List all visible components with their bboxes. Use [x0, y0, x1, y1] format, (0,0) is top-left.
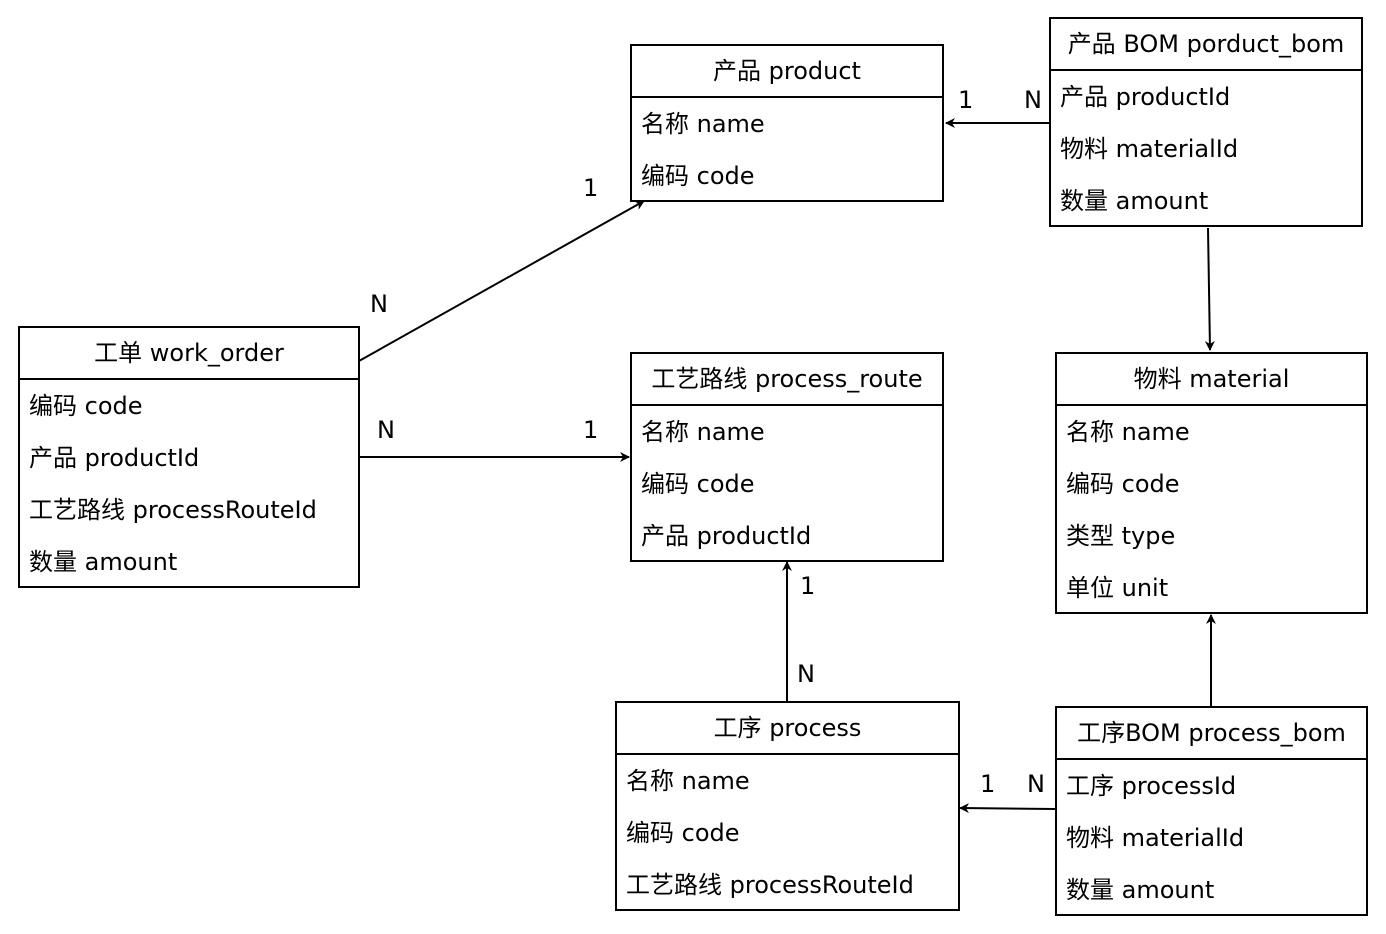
entity-product-bom[interactable]: 产品 BOM porduct_bom 产品 productId 物料 materia…	[1049, 17, 1363, 227]
entity-field: 工艺路线 processRouteId	[29, 496, 317, 524]
entity-field: 单位 unit	[1066, 574, 1169, 602]
entity-field: 名称 name	[626, 767, 750, 795]
entity-field: 数量 amount	[29, 548, 178, 576]
entity-field: 物料 materialId	[1066, 824, 1245, 852]
cardinality-label: N	[1024, 86, 1042, 114]
entity-field: 工艺路线 processRouteId	[626, 871, 914, 899]
cardinality-label: N	[370, 290, 388, 318]
entity-field: 产品 productId	[1060, 83, 1231, 111]
entity-field: 数量 amount	[1060, 187, 1209, 215]
entity-process-bom[interactable]: 工序BOM process_bom 工序 processId 物料 material…	[1055, 706, 1368, 916]
entity-field: 名称 name	[1066, 418, 1190, 446]
entity-material[interactable]: 物料 material 名称 name 编码 code 类型 type 单位 unit	[1055, 352, 1368, 614]
entity-field: 物料 materialId	[1060, 135, 1239, 163]
entity-process[interactable]: 工序 process 名称 name 编码 code 工艺路线 processRout…	[615, 701, 960, 911]
cardinality-label: N	[797, 660, 815, 688]
entity-title: 产品 BOM porduct_bom	[1051, 19, 1361, 71]
relation-process-bom-to-process	[959, 803, 1056, 814]
relation-work-order-to-product	[358, 200, 645, 362]
entity-field: 工序 processId	[1066, 772, 1237, 800]
cardinality-label: 1	[583, 416, 599, 444]
entity-field: 产品 productId	[641, 522, 812, 550]
cardinality-label: 1	[958, 86, 974, 114]
entity-field: 名称 name	[641, 110, 765, 138]
entity-field: 编码 code	[641, 162, 755, 190]
cardinality-label: 1	[800, 572, 816, 600]
entity-field: 类型 type	[1066, 522, 1176, 550]
entity-title: 产品 product	[632, 46, 942, 98]
entity-field: 编码 code	[29, 392, 143, 420]
entity-product[interactable]: 产品 product 名称 name 编码 code	[630, 44, 944, 202]
cardinality-label: 1	[980, 770, 996, 798]
cardinality-label: N	[1027, 770, 1045, 798]
entity-title: 工单 work_order	[20, 328, 358, 380]
entity-title: 工艺路线 process_route	[632, 354, 942, 406]
entity-process-route[interactable]: 工艺路线 process_route 名称 name 编码 code 产品 produ…	[630, 352, 944, 562]
entity-field: 编码 code	[1066, 470, 1180, 498]
cardinality-label: N	[377, 416, 395, 444]
entity-field: 名称 name	[641, 418, 765, 446]
entity-field: 数量 amount	[1066, 876, 1215, 904]
entity-field: 产品 productId	[29, 444, 200, 472]
entity-title: 工序 process	[617, 703, 958, 755]
cardinality-label: 1	[583, 174, 599, 202]
entity-work-order[interactable]: 工单 work_order 编码 code 产品 productId 工艺路线 pro…	[18, 326, 360, 588]
entity-field: 编码 code	[641, 470, 755, 498]
entity-title: 物料 material	[1057, 354, 1366, 406]
entity-title: 工序BOM process_bom	[1057, 708, 1366, 760]
relation-product-bom-to-material	[1204, 227, 1215, 351]
entity-field: 编码 code	[626, 819, 740, 847]
